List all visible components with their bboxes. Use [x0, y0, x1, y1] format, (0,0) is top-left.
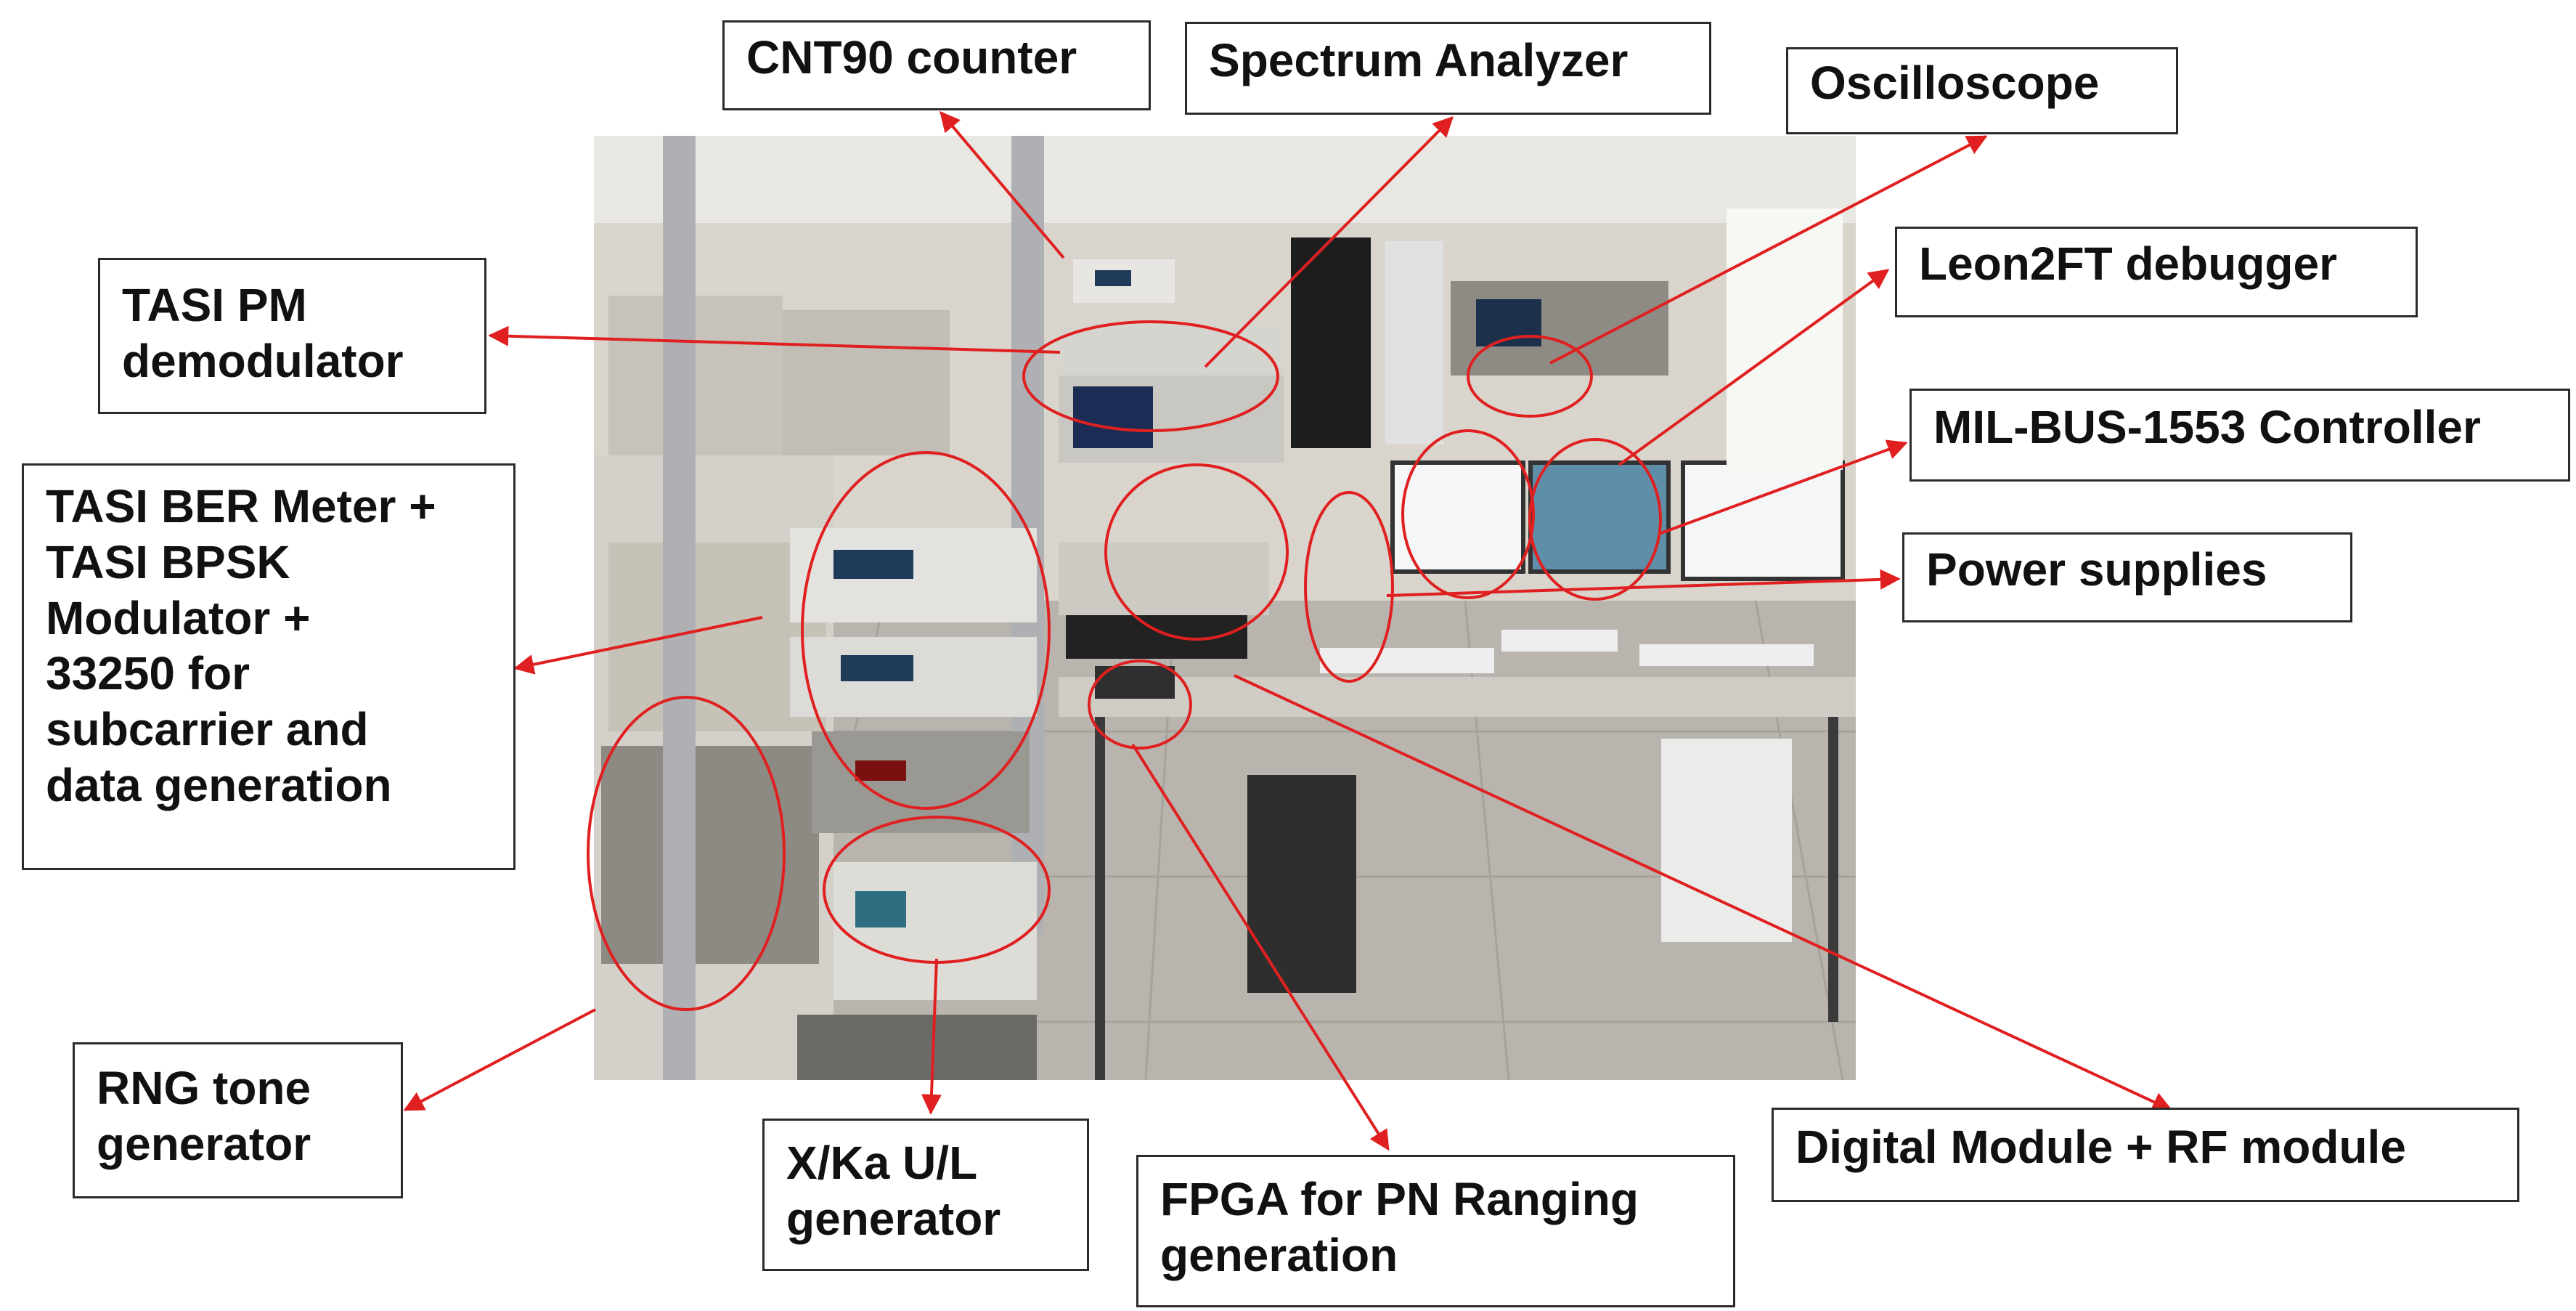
circle-xka — [823, 816, 1051, 964]
circle-power-supplies — [1304, 491, 1394, 683]
circle-rng — [587, 696, 786, 1011]
circle-monitor-left — [1401, 429, 1535, 599]
label-cnt90-counter: CNT90 counter — [722, 20, 1151, 110]
label-oscilloscope: Oscilloscope — [1786, 47, 2178, 134]
label-rng-tone-generator: RNG tone generator — [73, 1042, 403, 1198]
arrow-tasi-ber — [513, 616, 763, 675]
arrow-tasi-pm — [488, 325, 1061, 354]
circle-monitor-right — [1528, 438, 1662, 601]
arrow-power — [1386, 569, 1901, 597]
arrow-leon — [1618, 269, 1890, 466]
arrow-fpga — [1131, 743, 1390, 1151]
arrow-rng — [403, 1008, 596, 1111]
label-fpga-pn-ranging: FPGA for PN Ranging generation — [1136, 1155, 1735, 1307]
label-xka-ul-generator: X/Ka U/L generator — [762, 1119, 1089, 1271]
lab-bench-photo — [594, 136, 1856, 1080]
label-leon2ft-debugger: Leon2FT debugger — [1895, 227, 2418, 317]
circle-rack-middle — [1104, 463, 1289, 641]
arrow-oscilloscope — [1549, 135, 1988, 365]
arrow-spectrum — [1204, 116, 1454, 368]
label-spectrum-analyzer: Spectrum Analyzer — [1185, 22, 1711, 115]
label-tasi-pm-demodulator: TASI PM demodulator — [98, 258, 486, 414]
arrow-xka — [921, 958, 942, 1115]
circle-spectrum-analyzer — [1022, 320, 1279, 432]
circle-oscilloscope — [1467, 335, 1593, 418]
circle-fpga-board — [1088, 659, 1192, 750]
label-tasi-ber-meter: TASI BER Meter + TASI BPSK Modulator + 3… — [22, 463, 515, 870]
circle-rack-instruments — [801, 451, 1051, 810]
label-digital-rf-module: Digital Module + RF module — [1772, 1108, 2519, 1202]
label-mil-bus-1553-controller: MIL-BUS-1553 Controller — [1909, 389, 2570, 482]
arrow-cnt90 — [939, 110, 1065, 259]
arrow-milbus — [1658, 439, 1908, 535]
label-power-supplies: Power supplies — [1902, 532, 2352, 622]
arrow-digital — [1234, 674, 2173, 1112]
